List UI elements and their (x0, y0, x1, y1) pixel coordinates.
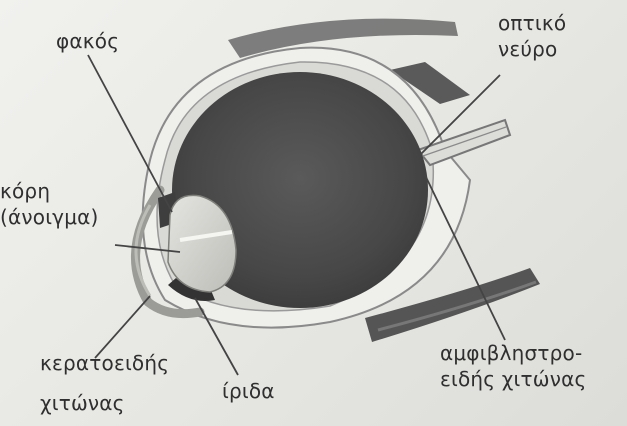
label-optic-nerve-line2: νεύρο (498, 36, 566, 62)
label-retina-line1: αμφιβληστρο- (440, 340, 586, 366)
label-optic-nerve-line1: οπτικό (498, 10, 566, 36)
label-cornea: κερατοειδής χιτώνας (40, 350, 169, 416)
label-iris: ίριδα (222, 378, 275, 404)
label-pupil: κόρη (άνοιγμα) (0, 178, 99, 230)
label-retina-line2: ειδής χιτώνας (440, 366, 586, 392)
label-cornea-line1: κερατοειδής (40, 350, 169, 376)
label-pupil-line1: κόρη (0, 178, 99, 204)
label-pupil-line2: (άνοιγμα) (0, 204, 99, 230)
label-optic-nerve: οπτικό νεύρο (498, 10, 566, 62)
label-retina: αμφιβληστρο- ειδής χιτώνας (440, 340, 586, 392)
label-cornea-line2: χιτώνας (40, 390, 169, 416)
cornea-pointer (95, 296, 150, 358)
label-lens-text: φακός (56, 28, 119, 54)
label-iris-text: ίριδα (222, 378, 275, 404)
label-lens: φακός (56, 28, 119, 54)
